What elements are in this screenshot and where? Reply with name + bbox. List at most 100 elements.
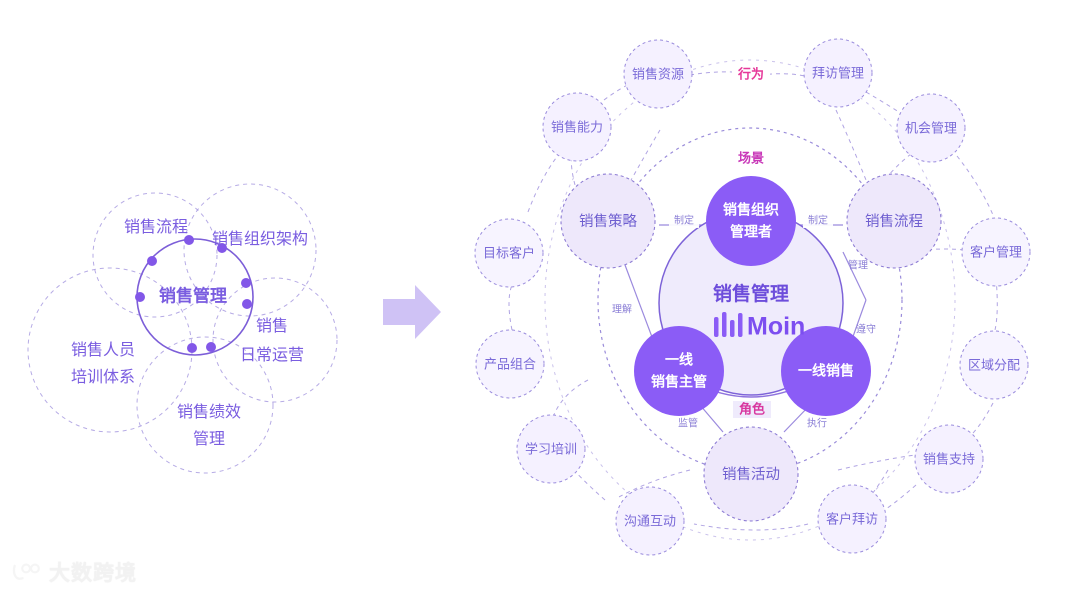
group-label-bg-scene (731, 150, 771, 167)
left-label-training-2: 培训体系 (71, 368, 135, 386)
outer-link (865, 91, 909, 119)
watermark: 大数跨境 (12, 557, 137, 587)
group-label-bg-role (733, 401, 771, 418)
outer-label-target-customer: 目标客户 (483, 245, 535, 260)
group-label-scene: 场景 (738, 150, 764, 165)
outer-link (629, 129, 661, 183)
moin-logo-bar (722, 312, 727, 337)
left-petal-circle (92, 192, 218, 318)
left-label-performance-2: 管理 (193, 430, 225, 448)
moin-logo: Moin (714, 312, 805, 341)
outer-link (551, 379, 589, 421)
outer-ring-guide (544, 59, 956, 541)
watermark-text: 大数跨境 (49, 562, 137, 585)
relation-line-manage (842, 251, 867, 301)
moin-logo-bar (730, 320, 735, 337)
relation-label-understand: 理解 (612, 303, 632, 316)
mid-label-sales-activity: 销售活动 (722, 466, 780, 483)
outer-node-customer-visit[interactable] (817, 484, 887, 554)
core-node-frontline-sales[interactable] (781, 326, 871, 416)
mid-label-sales-process: 销售流程 (865, 213, 923, 230)
outer-link (835, 109, 867, 181)
outer-label-sales-capability: 销售能力 (551, 119, 603, 134)
core-label-manager-line1: 销售组织 (723, 202, 779, 218)
relation-label-execute: 执行 (807, 417, 827, 430)
left-node-dot (135, 292, 145, 302)
outer-label-sales-support: 销售支持 (923, 451, 975, 466)
relation-labels: 制定 制定 管理 遵守 理解 监管 执行 (612, 213, 876, 430)
watermark-logo-icon (12, 563, 40, 580)
core-node-manager[interactable] (706, 176, 796, 266)
outer-link (837, 454, 916, 471)
relation-label-supervise: 监管 (678, 417, 698, 430)
left-petal-circle (183, 183, 317, 317)
left-label-performance-1: 销售绩效 (177, 403, 241, 421)
outer-link (508, 284, 513, 331)
outer-node-sales-support[interactable] (914, 424, 984, 494)
group-label-role: 角色 (739, 401, 765, 416)
outer-label-visit-management: 拜访管理 (812, 65, 864, 80)
outer-label-product-mix: 产品组合 (484, 356, 536, 371)
left-node-dot (187, 343, 197, 353)
right-diagram: 销售资源 拜访管理 销售能力 机会管理 目标客户 客户管理 产品组合 区域分配 (474, 38, 1031, 556)
outer-node-sales-resource[interactable] (623, 39, 693, 109)
group-label-behavior: 行为 (737, 66, 764, 81)
outer-label-customer-management: 客户管理 (970, 244, 1022, 259)
outer-node-communication-interaction[interactable] (615, 486, 685, 556)
group-label-bg-behavior (732, 66, 770, 83)
outer-link (693, 523, 809, 531)
relation-label-define-left: 制定 (674, 214, 694, 227)
outer-node-target-customer[interactable] (474, 218, 544, 288)
left-label-training-1: 销售人员 (71, 341, 135, 359)
left-core-label: 销售管理 (159, 285, 227, 305)
outer-label-sales-resource: 销售资源 (632, 66, 684, 81)
relation-label-bg (669, 213, 699, 228)
center-title: 销售管理 (713, 282, 789, 305)
mid-node-sales-activity[interactable] (703, 426, 799, 522)
left-label-sales-process: 销售流程 (124, 218, 188, 236)
mid-node-sales-strategy[interactable] (560, 173, 656, 269)
outer-link (994, 277, 998, 331)
outer-link (616, 469, 691, 499)
relation-line-supervise (699, 404, 724, 433)
arrow-shape (383, 285, 441, 339)
left-node-dot (217, 243, 227, 253)
left-petal-circle (136, 336, 274, 474)
outer-link (527, 157, 557, 213)
core-node-frontline-supervisor[interactable] (634, 326, 724, 416)
left-label-daily-ops-1: 销售 (256, 317, 288, 335)
outer-label-opportunity-management: 机会管理 (905, 120, 957, 135)
outer-label-customer-visit: 客户拜访 (826, 511, 878, 526)
left-diagram: 销售流程 销售组织架构 销售 日常运营 销售绩效 管理 销售人员 培训体系 销售… (27, 183, 338, 474)
outer-node-opportunity-management[interactable] (896, 93, 966, 163)
core-label-sales-line1: 一线销售 (798, 363, 854, 379)
relation-line-understand (624, 264, 656, 346)
group-labels: 场景 角色 行为 (731, 66, 771, 418)
outer-node-region-allocation[interactable] (959, 330, 1029, 400)
transform-arrow (383, 285, 441, 339)
left-label-sales-org: 销售组织架构 (212, 230, 308, 248)
outer-label-communication-interaction: 沟通互动 (624, 513, 676, 528)
left-label-daily-ops-2: 日常运营 (240, 346, 304, 364)
outer-node-customer-management[interactable] (961, 217, 1031, 287)
mid-node-sales-process[interactable] (846, 173, 942, 269)
relation-label-bg (803, 213, 833, 228)
relation-label-define-right: 制定 (808, 214, 828, 227)
left-node-dot (184, 235, 194, 245)
left-node-dot (147, 256, 157, 266)
moin-logo-text: Moin (747, 313, 805, 341)
outer-node-visit-management[interactable] (803, 38, 873, 108)
core-label-manager-line2: 管理者 (730, 224, 772, 240)
outer-node-sales-capability[interactable] (542, 92, 612, 162)
outer-node-product-mix[interactable] (475, 329, 545, 399)
moin-logo-bar (738, 313, 743, 337)
outer-node-learning-training[interactable] (516, 414, 586, 484)
left-petal-circle (212, 277, 338, 403)
outer-label-learning-training: 学习培训 (525, 441, 577, 456)
left-node-dot (242, 299, 252, 309)
core-label-supervisor-line2: 销售主管 (651, 374, 707, 390)
mid-label-sales-strategy: 销售策略 (579, 213, 637, 230)
moin-logo-bar (714, 317, 719, 337)
